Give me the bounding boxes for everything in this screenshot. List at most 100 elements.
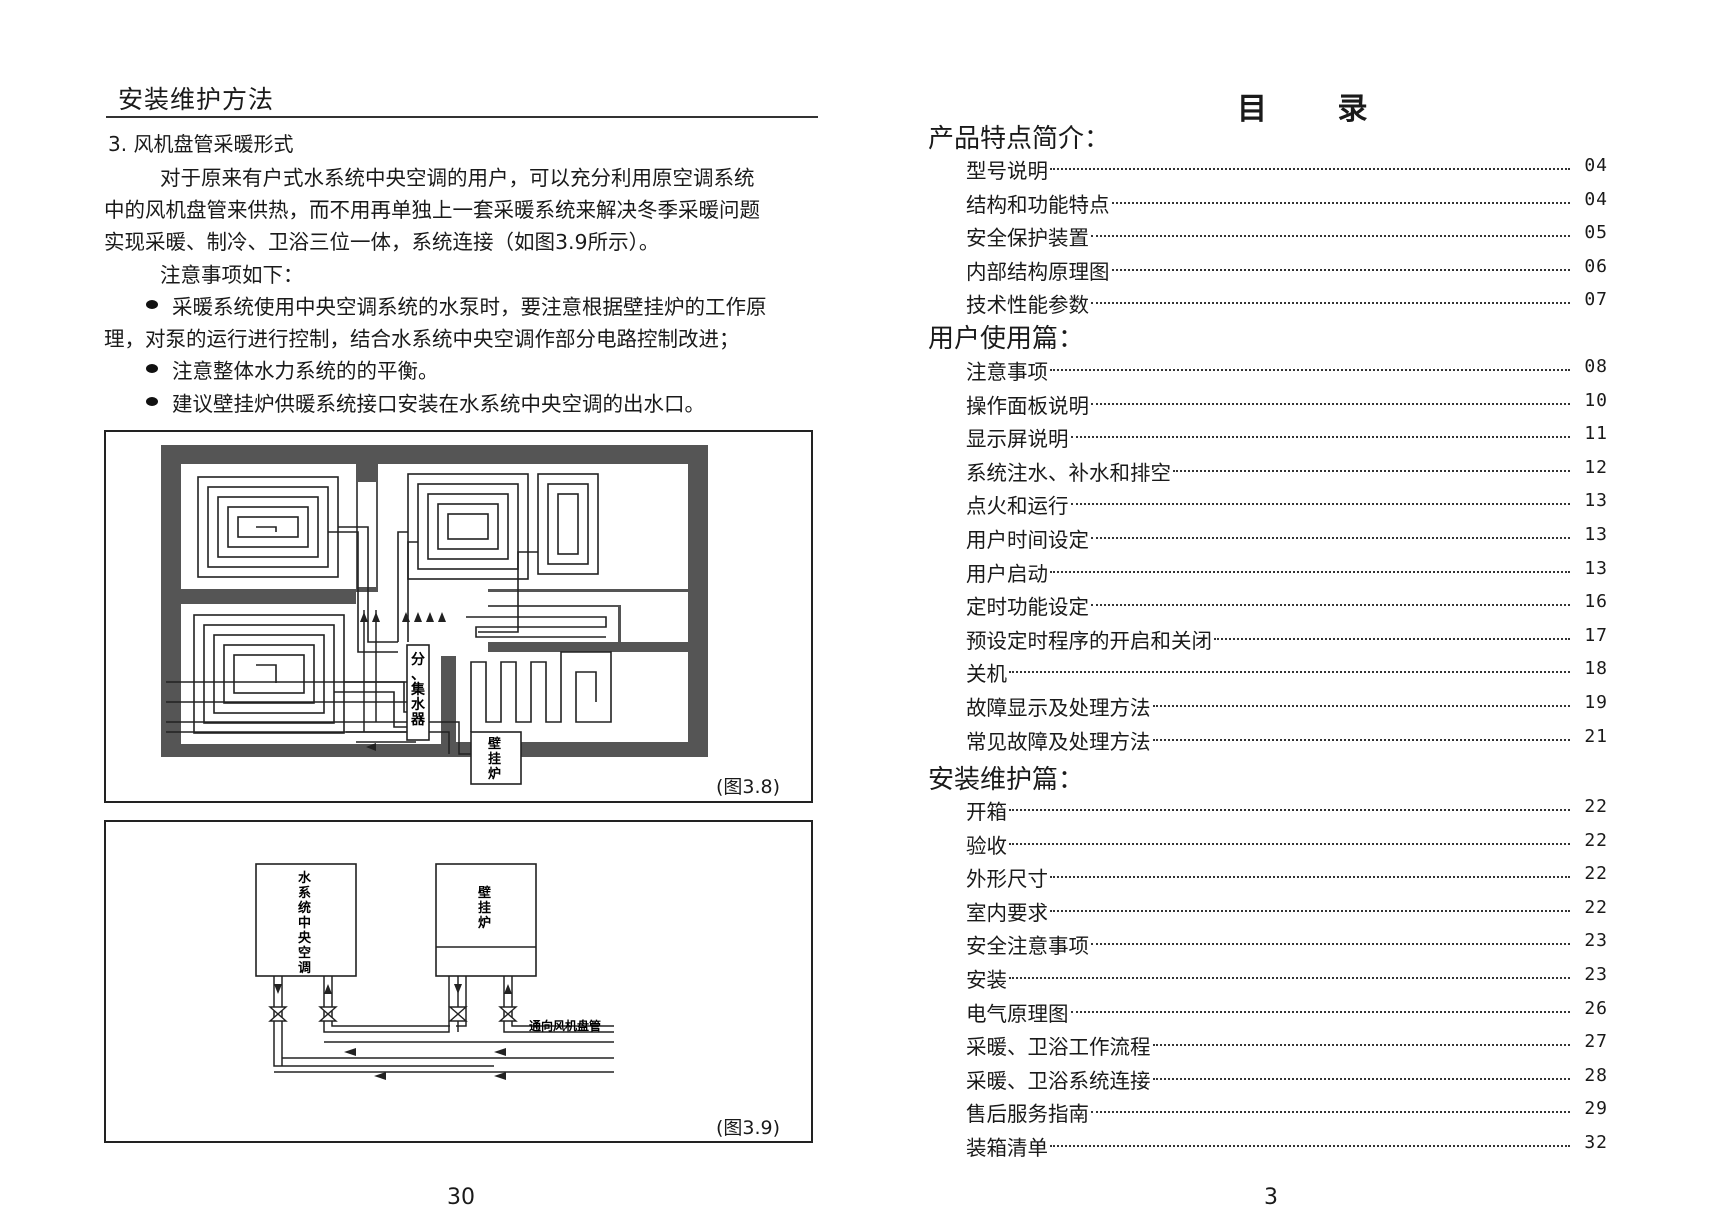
toc-entry-page: 27 (1584, 1031, 1608, 1053)
toc-leader-dots (1050, 168, 1570, 170)
diagram-label: 空 (298, 945, 311, 961)
toc-entry-label: 关机 (966, 662, 1007, 687)
toc-entry[interactable]: 关机 18 (966, 657, 1608, 687)
toc-entry-page: 23 (1584, 964, 1608, 985)
heating-coil-bottom-right (470, 651, 612, 732)
toc-entry-label: 显示屏说明 (966, 427, 1069, 452)
toc-entry-page: 32 (1584, 1132, 1608, 1153)
toc-entry-page: 10 (1584, 389, 1608, 411)
toc-leader-dots (1050, 1145, 1570, 1147)
toc-entry-label: 安装 (966, 968, 1007, 992)
toc-entry-page: 04 (1584, 155, 1608, 176)
diagram-label: 壁 (478, 885, 491, 901)
toc-leader-dots (1091, 943, 1570, 946)
toc-entry-page: 04 (1584, 188, 1608, 210)
toc-entry[interactable]: 安装 23 (966, 963, 1608, 993)
section-subheading: 3. 风机盘管采暖形式 (108, 132, 294, 156)
toc-entry-label: 采暖、卫浴系统连接 (966, 1068, 1151, 1093)
diagram-label: 壁 (488, 736, 501, 752)
diagram-label: 水 (298, 870, 312, 886)
toc-entry[interactable]: 售后服务指南 29 (966, 1097, 1608, 1127)
notes-heading: 注意事项如下： (160, 263, 304, 287)
floor-heating-layout-diagram: 分 、 集 水 器 壁 挂 炉 (161, 445, 708, 785)
toc-entry[interactable]: 用户启动 13 (966, 557, 1608, 587)
boiler-unit (435, 863, 537, 977)
diagram-label: 集 (410, 681, 426, 698)
toc-entry-label: 用户启动 (966, 561, 1048, 586)
heating-coil-top-left (197, 476, 398, 653)
diagram-label: 器 (410, 712, 426, 728)
toc-entry-label: 售后服务指南 (966, 1102, 1089, 1127)
toc-entry-label: 操作面板说明 (966, 393, 1089, 418)
heating-coil-small-room (466, 616, 607, 638)
toc-entry-page: 22 (1584, 863, 1608, 885)
toc-entry-page: 13 (1584, 557, 1608, 579)
toc-entry-page: 07 (1584, 289, 1608, 311)
toc-leader-dots (1009, 977, 1570, 979)
toc-leader-dots (1112, 268, 1570, 271)
right-page-number: 3 (1264, 1185, 1278, 1210)
figure-3-8: 分 、 集 水 器 壁 挂 炉 (104, 430, 813, 803)
toc-entry-label: 预设定时程序的开启和关闭 (966, 628, 1212, 653)
toc-leader-dots (1009, 809, 1570, 811)
bullet-icon (146, 364, 158, 373)
heating-coil-top-middle (397, 473, 529, 642)
toc-entry[interactable]: 常见故障及处理方法 21 (966, 725, 1608, 755)
bullet-icon (146, 397, 158, 406)
toc-leader-dots (1009, 842, 1570, 845)
diagram-label: 系 (298, 885, 311, 901)
toc-entry-label: 验收 (966, 833, 1007, 858)
toc-entry-page: 23 (1584, 930, 1608, 952)
toc-entry-page: 29 (1584, 1098, 1608, 1120)
note-item: 建议壁挂炉供暖系统接口安装在水系统中央空调的出水口。 (172, 392, 705, 416)
note-item: 注意整体水力系统的的平衡。 (172, 359, 439, 383)
toc-entry-page: 19 (1584, 692, 1608, 713)
boiler-box (470, 731, 522, 785)
central-ac-unit (255, 863, 357, 977)
valves (268, 1006, 518, 1022)
figure-3-9: 水 系 统 中 央 空 调 壁 挂 炉 (104, 820, 813, 1143)
toc-entry[interactable]: 操作面板说明 10 (966, 389, 1608, 419)
toc-entry-label: 点火和运行 (966, 494, 1069, 519)
toc-entry-label: 内部结构原理图 (966, 259, 1110, 284)
toc-entry-page: 21 (1584, 725, 1608, 747)
toc-entry-page: 18 (1584, 658, 1608, 680)
toc-entry-page: 26 (1584, 997, 1608, 1019)
toc-leader-dots (1173, 469, 1570, 472)
toc-leader-dots (1112, 201, 1570, 204)
paragraph-line: 中的风机盘管来供热，而不用再单独上一套采暖系统来解决冬季采暖问题 (104, 198, 760, 222)
toc-entry-label: 常见故障及处理方法 (966, 729, 1151, 754)
diagram-label: 水 (411, 696, 426, 713)
diagram-label: 分 (411, 652, 425, 668)
toc-entry-page: 22 (1584, 896, 1608, 918)
toc-leader-dots (1050, 909, 1570, 912)
toc-leader-dots (1153, 738, 1570, 741)
diagram-label: 调 (298, 961, 311, 976)
toc-entry-page: 13 (1584, 524, 1608, 545)
pipe-arrows (274, 984, 512, 1080)
system-connection-diagram: 水 系 统 中 央 空 调 壁 挂 炉 (255, 863, 614, 1080)
toc-entry-page: 22 (1584, 796, 1608, 817)
